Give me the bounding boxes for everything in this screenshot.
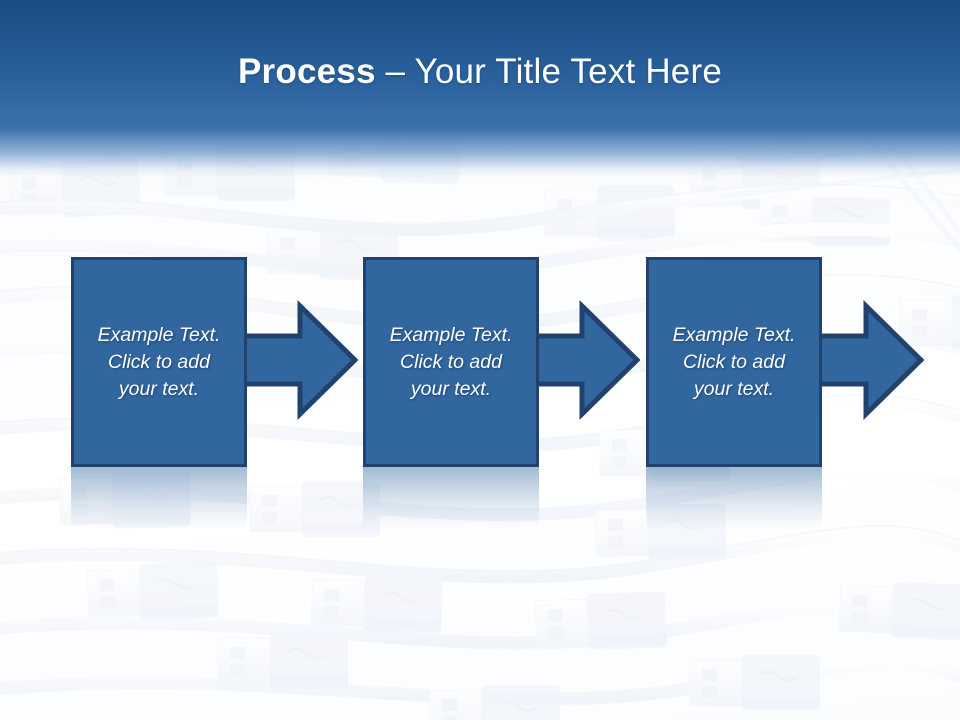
process-step-2[interactable]: Example Text. Click to add your text. (363, 257, 539, 529)
header-band (0, 0, 960, 178)
process-step-1-box[interactable]: Example Text. Click to add your text. (71, 257, 247, 467)
arrow-right-icon (804, 300, 924, 420)
process-arrow-3[interactable] (804, 300, 924, 420)
process-step-1-text: Example Text. Click to add your text. (97, 323, 221, 400)
process-step-1[interactable]: Example Text. Click to add your text. (71, 257, 247, 529)
arrow-right-icon (238, 300, 358, 420)
process-arrow-1[interactable] (238, 300, 358, 420)
process-step-3[interactable]: Example Text. Click to add your text. (646, 257, 822, 529)
process-step-3-box[interactable]: Example Text. Click to add your text. (646, 257, 822, 467)
process-step-2-box[interactable]: Example Text. Click to add your text. (363, 257, 539, 467)
process-step-2-reflection (363, 467, 539, 529)
process-step-1-reflection (71, 467, 247, 529)
page-title-strong: Process (238, 52, 376, 91)
process-step-2-text: Example Text. Click to add your text. (389, 323, 513, 400)
process-step-3-text: Example Text. Click to add your text. (672, 323, 796, 400)
page-title: Process – Your Title Text Here (0, 50, 960, 94)
process-step-3-reflection (646, 467, 822, 529)
page-title-rest: – Your Title Text Here (375, 52, 722, 91)
